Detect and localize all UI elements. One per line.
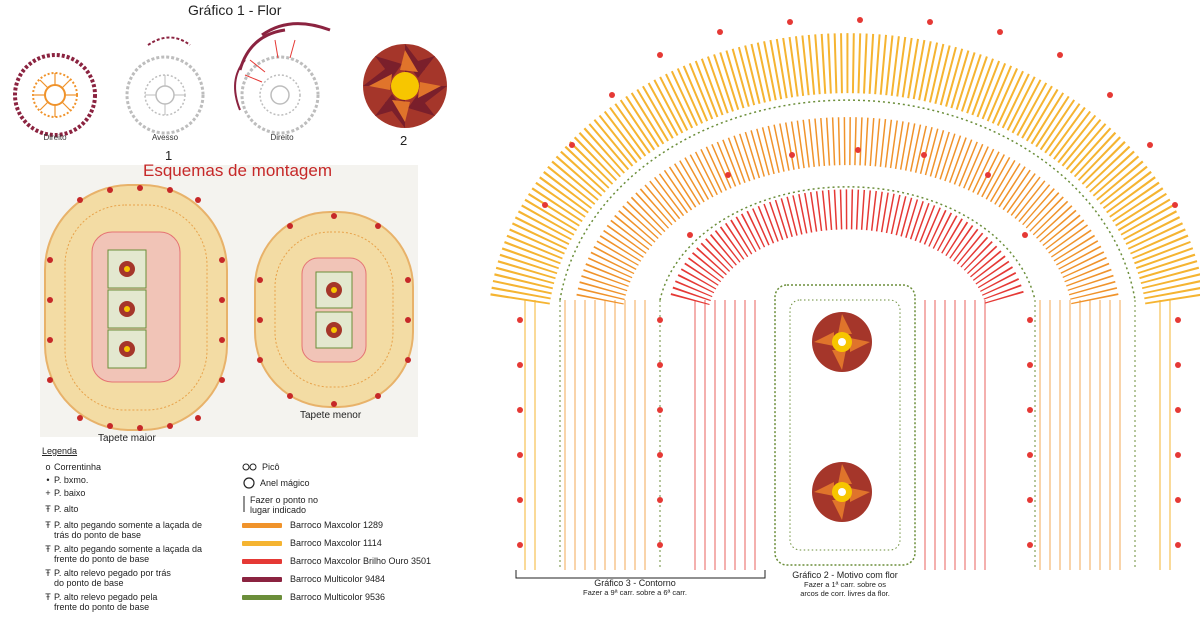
step-number-2: 2 <box>400 133 408 148</box>
legend-item-p-bxmo: •P. bxmo. <box>46 475 89 485</box>
yarn-swatch <box>242 577 282 583</box>
motif-flower-bottom <box>812 462 872 522</box>
finished-flower <box>363 44 447 128</box>
graphic3-note: Fazer a 9ª carr. sobre a 6ª carr. <box>583 588 687 597</box>
assembly-title: Esquemas de montagem <box>143 161 332 180</box>
caption-direito-1: Direito <box>43 133 67 142</box>
yarn-3501: Barroco Maxcolor Brilho Ouro 3501 <box>242 556 431 566</box>
yarn-1289: Barroco Maxcolor 1289 <box>242 520 431 530</box>
graphic3-caption: Gráfico 3 - Contorno Fazer a 9ª carr. so… <box>540 578 730 597</box>
graphic2-note-1: Fazer a 1ª carr. sobre os <box>804 580 886 589</box>
flower-chart-title: Gráfico 1 - Flor <box>188 2 282 18</box>
legend-fazer-ponto: Fazer o ponto no lugar indicado <box>250 495 319 515</box>
flower-step-avesso <box>125 36 205 135</box>
graphic2-title: Gráfico 2 - Motivo com flor <box>792 570 898 580</box>
caption-direito-2: Direito <box>270 133 294 142</box>
yarn-swatch <box>242 541 282 547</box>
caption-avesso: Avesso <box>151 133 179 142</box>
large-mat-label: Tapete maior <box>98 433 156 444</box>
legend-anel-magico: Anel mágico <box>260 478 310 488</box>
legend-item-p-baixo: +P. baixo <box>45 488 86 498</box>
motif-flower-top <box>812 312 872 372</box>
graphic2-note-2: arcos de corr. livres da flor. <box>800 589 890 598</box>
flower-step-direito-1 <box>13 53 97 137</box>
yarn-9484: Barroco Multicolor 9484 <box>242 574 431 584</box>
step-number-1: 1 <box>165 148 173 163</box>
graphic3-title: Gráfico 3 - Contorno <box>594 578 676 588</box>
yarn-1114: Barroco Maxcolor 1114 <box>242 538 431 548</box>
yarn-swatch <box>242 595 282 601</box>
legend-extra-icons <box>242 463 257 512</box>
flower-step-direito-2 <box>234 22 331 135</box>
legend-title: Legenda <box>42 446 78 456</box>
small-mat-diagram <box>254 211 414 408</box>
main-crochet-chart <box>490 17 1200 579</box>
small-mat-label: Tapete menor <box>300 410 362 421</box>
legend-pico: Picô <box>262 462 280 472</box>
yarn-swatch <box>242 559 282 565</box>
yarn-swatch <box>242 523 282 529</box>
legend-yarns: Barroco Maxcolor 1289 Barroco Maxcolor 1… <box>242 520 431 602</box>
large-mat-diagram <box>44 184 228 431</box>
yarn-9536: Barroco Multicolor 9536 <box>242 592 431 602</box>
graphic2-caption: Gráfico 2 - Motivo com flor Fazer a 1ª c… <box>770 570 920 598</box>
